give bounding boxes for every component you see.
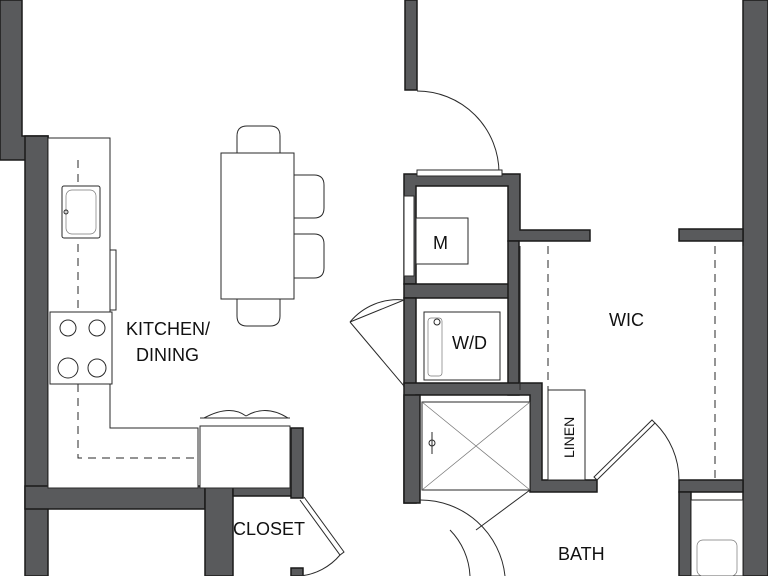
bath-label: BATH — [558, 544, 605, 564]
stove-icon — [49, 311, 113, 385]
washer-dryer-icon — [423, 311, 501, 381]
doors — [299, 90, 680, 576]
microwave-icon — [415, 217, 469, 265]
wic-label: WIC — [609, 310, 644, 330]
bathroom-fixtures — [421, 401, 744, 576]
kitchen-label: KITCHEN/ — [126, 319, 210, 339]
kitchen-counter — [47, 137, 291, 489]
microwave-label: M — [433, 233, 448, 253]
wic-shelving — [519, 246, 744, 481]
sink-icon — [61, 185, 101, 239]
dining-label: DINING — [136, 345, 199, 365]
appliance-closet — [403, 195, 501, 381]
washer-dryer-label: W/D — [452, 333, 487, 353]
room-labels: KITCHEN/ DINING M W/D WIC LINEN CLOSET B… — [126, 233, 644, 564]
linen-label: LINEN — [561, 417, 577, 458]
closet-label: CLOSET — [233, 519, 305, 539]
refrigerator-icon — [199, 425, 291, 489]
dining-table — [220, 125, 325, 327]
